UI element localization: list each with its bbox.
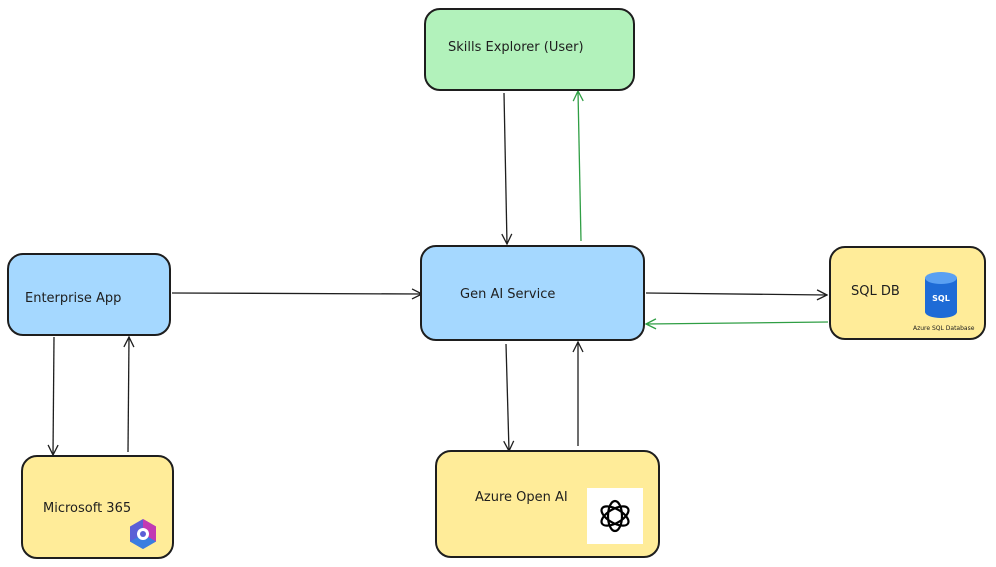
azure-sql-database-icon: SQL bbox=[925, 272, 957, 318]
arrow-skills-to-genai bbox=[504, 92, 507, 244]
sql-icon-text: SQL bbox=[932, 294, 950, 303]
arrow-genai-to-azureopenai bbox=[506, 343, 509, 451]
arrow-genai-to-sql bbox=[645, 293, 827, 295]
node-label: Enterprise App bbox=[25, 291, 122, 306]
arrow-genai-to-skills bbox=[578, 91, 581, 242]
arrow-sql-to-genai bbox=[646, 322, 829, 324]
node-sql-db[interactable]: SQL DB SQL Azure SQL Database bbox=[829, 246, 986, 340]
node-skills-explorer[interactable]: Skills Explorer (User) bbox=[424, 8, 635, 91]
node-label: Azure Open AI bbox=[475, 490, 568, 505]
openai-knot-icon bbox=[600, 499, 630, 533]
node-label: Microsoft 365 bbox=[43, 501, 132, 516]
node-label: SQL DB bbox=[851, 284, 900, 299]
arrow-m365-to-enterprise bbox=[128, 337, 129, 453]
node-gen-ai-service[interactable]: Gen AI Service bbox=[420, 245, 645, 341]
openai-logo-icon bbox=[587, 488, 643, 544]
microsoft-365-copilot-icon bbox=[130, 519, 156, 549]
node-microsoft-365[interactable]: Microsoft 365 bbox=[21, 455, 174, 559]
node-azure-open-ai[interactable]: Azure Open AI bbox=[435, 450, 660, 558]
node-label: Skills Explorer (User) bbox=[448, 40, 584, 55]
sql-icon-caption: Azure SQL Database bbox=[913, 325, 975, 332]
arrow-enterprise-to-genai bbox=[171, 293, 422, 294]
node-enterprise-app[interactable]: Enterprise App bbox=[7, 253, 171, 336]
arrow-enterprise-to-m365 bbox=[53, 336, 54, 455]
node-label: Gen AI Service bbox=[460, 287, 556, 302]
